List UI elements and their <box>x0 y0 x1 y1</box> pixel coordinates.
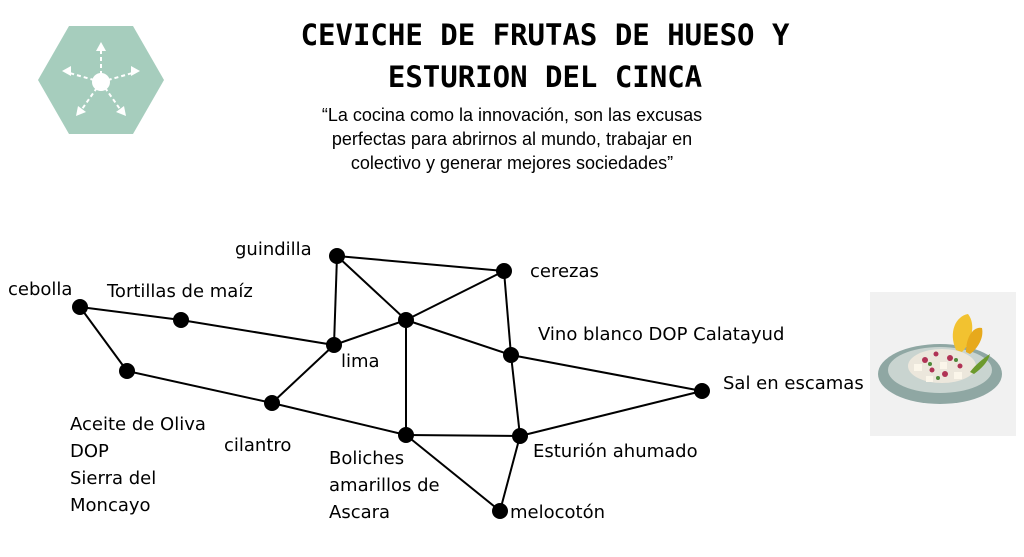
node-label-boliches-1: Boliches <box>329 448 404 469</box>
graph-edges <box>79 255 703 512</box>
edge-sal-esturion <box>519 390 703 437</box>
edge-tortillas-lima <box>180 319 335 346</box>
edge-boliches-melocoton <box>405 434 501 512</box>
graph-labels: guindilla cerezas cebolla Tortillas de m… <box>8 239 864 523</box>
title-line-1: CEVICHE DE FRUTAS DE HUESO Y <box>300 18 790 52</box>
node-label-melocoton: melocotón <box>510 502 605 523</box>
edge-cilantro-lima <box>271 344 335 404</box>
node-label-cilantro: cilantro <box>224 435 291 456</box>
edge-cebolla-tortillas <box>79 306 182 321</box>
graph-nodes <box>72 248 710 519</box>
node-cilantro <box>264 395 280 411</box>
node-label-esturion: Esturión ahumado <box>533 441 698 462</box>
node-label-aceite-4: Moncayo <box>70 495 151 516</box>
node-sal <box>694 383 710 399</box>
node-label-boliches-3: Ascara <box>329 502 390 523</box>
quote-line-2: perfectas para abrirnos al mundo, trabaj… <box>331 129 693 149</box>
node-label-tortillas: Tortillas de maíz <box>106 281 253 302</box>
quote-line-3: colectivo y generar mejores sociedades” <box>350 153 674 173</box>
node-label-aceite-1: Aceite de Oliva <box>70 414 206 435</box>
page-title: CEVICHE DE FRUTAS DE HUESO Y ESTURION DE… <box>200 14 890 98</box>
node-melocoton <box>492 503 508 519</box>
hexagon-arrows-icon <box>38 26 164 134</box>
edge-cilantro-boliches <box>271 402 407 436</box>
node-label-vino: Vino blanco DOP Calatayud <box>538 324 784 345</box>
node-label-boliches-2: amarillos de <box>329 475 440 496</box>
edge-aceite-cilantro <box>126 370 273 404</box>
node-esturion <box>512 428 528 444</box>
edge-vino-sal <box>510 354 703 392</box>
node-centro <box>398 312 414 328</box>
node-boliches <box>398 427 414 443</box>
edge-guindilla-cerezas <box>336 255 505 272</box>
node-label-lima: lima <box>341 351 380 372</box>
node-label-aceite-2: DOP <box>70 441 109 462</box>
edge-vino-esturion <box>510 354 521 437</box>
node-label-cerezas: cerezas <box>530 261 599 282</box>
quote-line-1: “La cocina como la innovación, son las e… <box>321 105 703 125</box>
edge-esturion-melocoton <box>499 435 521 512</box>
edge-lima-centro <box>333 319 407 346</box>
node-label-cebolla: cebolla <box>8 279 72 300</box>
node-label-sal: Sal en escamas <box>723 373 864 394</box>
edge-boliches-esturion <box>405 434 521 437</box>
edge-cebolla-aceite <box>79 306 128 372</box>
node-lima <box>326 337 342 353</box>
node-aceite <box>119 363 135 379</box>
edge-cerezas-centro <box>405 270 505 321</box>
node-guindilla <box>329 248 345 264</box>
node-tortillas <box>173 312 189 328</box>
edge-centro-vino <box>405 319 512 356</box>
node-label-aceite-3: Sierra del <box>70 468 156 489</box>
node-vino <box>503 347 519 363</box>
node-cebolla <box>72 299 88 315</box>
ceviche-plate-photo <box>870 292 1016 436</box>
node-cerezas <box>496 263 512 279</box>
edge-cerezas-vino <box>503 270 512 356</box>
edge-guindilla-lima <box>333 255 338 346</box>
edge-guindilla-centro <box>336 255 407 321</box>
title-line-2: ESTURION DEL CINCA <box>387 60 703 94</box>
quote: “La cocina como la innovación, son las e… <box>272 103 752 175</box>
node-label-guindilla: guindilla <box>235 239 312 260</box>
